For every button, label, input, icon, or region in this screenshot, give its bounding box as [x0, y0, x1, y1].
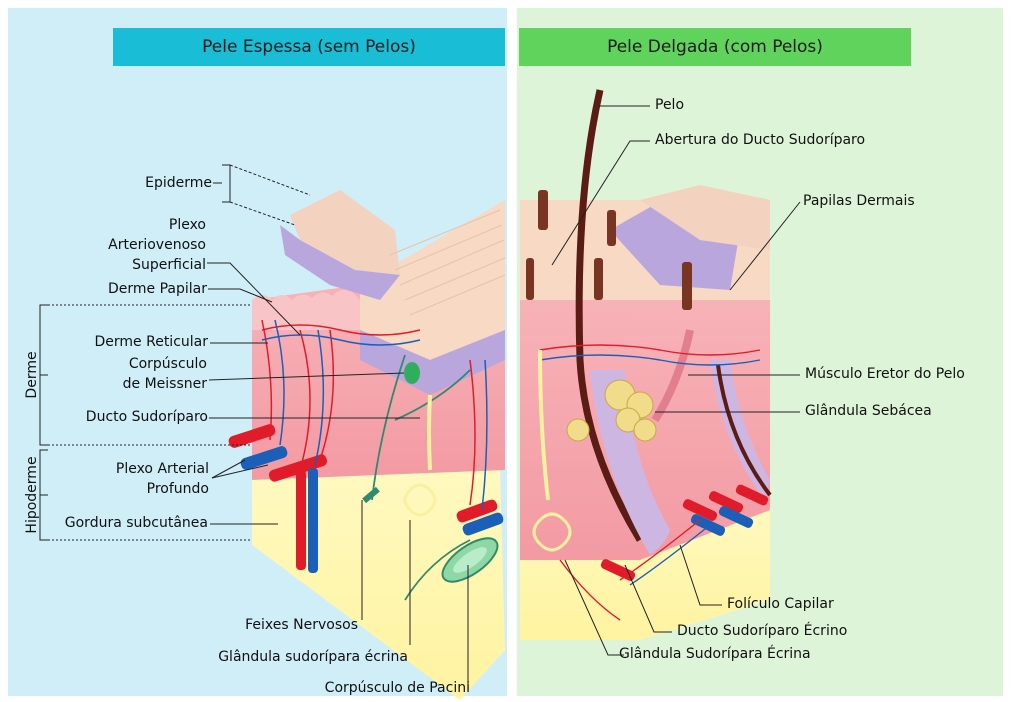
label-ducto: Ducto Sudoríparo: [60, 409, 208, 426]
label-foliculo: Folículo Capilar: [727, 596, 834, 613]
label-pacini: Corpúsculo de Pacini: [300, 680, 470, 697]
label-plexo-line2: Arteriovenoso: [90, 237, 206, 254]
label-pelo: Pelo: [655, 97, 684, 114]
label-plexo-arterial-line1: Plexo Arterial: [90, 461, 209, 478]
label-meissner-line1: Corpúsculo: [90, 356, 207, 373]
label-abertura: Abertura do Ducto Sudoríparo: [655, 132, 865, 149]
label-plexo-line3: Superficial: [90, 257, 206, 274]
label-feixes: Feixes Nervosos: [220, 617, 358, 634]
label-musculo: Músculo Eretor do Pelo: [805, 366, 965, 383]
label-plexo-arterial-line2: Profundo: [90, 481, 209, 498]
label-hipoderme-side: Hipoderme: [24, 450, 42, 540]
label-derme-reticular: Derme Reticular: [70, 334, 208, 351]
label-meissner-line2: de Meissner: [90, 376, 207, 393]
meissner-corpuscle: [404, 362, 420, 384]
label-ducto-ecrino: Ducto Sudoríparo Écrino: [677, 623, 847, 640]
label-glandula-ecrina-right: Glândula Sudorípara Écrina: [619, 646, 811, 663]
label-epiderme: Epiderme: [120, 175, 212, 192]
label-derme-papilar: Derme Papilar: [80, 281, 207, 298]
label-sebacea: Glândula Sebácea: [805, 403, 932, 420]
label-plexo-line1: Plexo: [90, 217, 206, 234]
sweat-duct: [429, 395, 430, 470]
label-gordura: Gordura subcutânea: [50, 515, 208, 532]
label-derme-side: Derme: [24, 340, 42, 410]
label-glandula-ecrina-left: Glândula sudorípara écrina: [190, 649, 408, 666]
papillary-dermis: [252, 290, 360, 330]
label-papilas: Papilas Dermais: [803, 193, 915, 210]
